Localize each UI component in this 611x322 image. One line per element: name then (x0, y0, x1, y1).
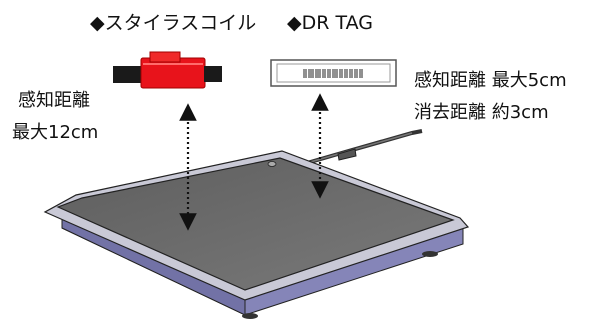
left-range-label: 感知距離 (18, 90, 90, 111)
dr-tag-title: ◆DR TAG (287, 12, 374, 34)
rfid-tag-icon (270, 59, 397, 87)
left-range-value: 最大12cm (12, 122, 99, 143)
right-erase-label: 消去距離 約3cm (414, 102, 549, 123)
stylus-coil-title: ◆スタイラスコイル (90, 12, 257, 34)
reader-pad-icon (43, 129, 470, 319)
right-range-label: 感知距離 最大5cm (414, 70, 567, 91)
stylus-coil-icon (113, 51, 222, 89)
